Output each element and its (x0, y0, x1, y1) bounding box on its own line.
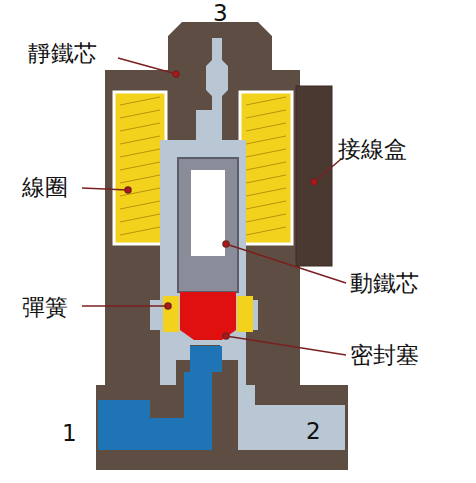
spring-right (237, 296, 253, 332)
callout-number: 3 (213, 0, 228, 26)
callout-number: 2 (306, 418, 321, 444)
core-window (191, 170, 225, 256)
callout-number: 1 (62, 420, 77, 446)
part-label: 密封塞 (350, 342, 419, 368)
part-label: 接線盒 (338, 136, 407, 162)
valve-body (96, 22, 348, 470)
leader-lines (82, 58, 346, 355)
seal-plug (180, 292, 236, 340)
inlet-channel (98, 346, 222, 450)
spring-left (163, 296, 179, 332)
static-core-passage (206, 38, 228, 140)
moving-core (178, 158, 238, 292)
part-label: 動鐵芯 (350, 270, 419, 296)
coil-left (114, 92, 166, 244)
guide-tube (150, 110, 345, 450)
part-label: 線圈 (22, 174, 68, 200)
junction-box (296, 86, 332, 266)
coil-right (240, 92, 292, 244)
part-label: 靜鐵芯 (28, 40, 97, 66)
part-label: 彈簧 (22, 294, 68, 320)
